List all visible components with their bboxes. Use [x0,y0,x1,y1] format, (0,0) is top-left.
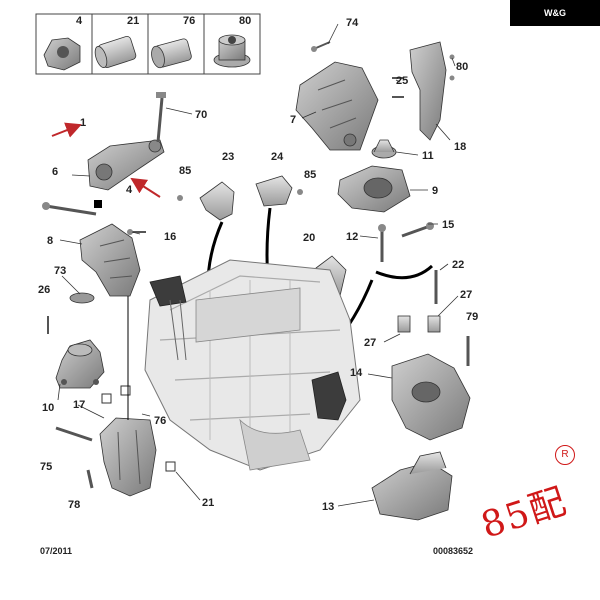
callout-label: 79 [466,311,478,323]
footer-ref: 00083652 [433,546,474,556]
callout-label: 25 [396,75,408,87]
red-arrow-1 [51,122,82,138]
legend-label: 80 [239,15,251,27]
callout-label: 1 [80,117,86,129]
marker-square [101,393,112,404]
callout-label: 21 [202,497,214,509]
callout-label: 23 [222,151,234,163]
callout-label: 26 [38,284,50,296]
callout-label: 8 [47,235,53,247]
callout-label: 15 [442,219,454,231]
legend-label: 76 [183,15,195,27]
callout-label: 85 [179,165,191,177]
callout-label: 75 [40,461,52,473]
bolt-6 [42,202,97,216]
callouts: 4 21 76 80 74 80 25 7 18 11 9 70 1 23 24… [38,15,478,513]
callout-label: 10 [42,402,54,414]
marker-square [120,385,131,396]
callout-label: 24 [271,151,284,163]
bolt-75 [55,426,93,442]
bracket-23 [199,181,235,221]
marker-square [165,461,176,472]
bracket-arm-18 [409,41,447,141]
callout-label: 4 [126,184,133,196]
callout-label: 13 [322,501,334,513]
mount-13 [371,451,453,521]
bolt-16 [127,229,146,235]
callout-label: 20 [303,232,315,244]
mount-10 [55,339,105,389]
callout-label: 73 [54,265,66,277]
engine-block [144,259,361,471]
callout-label: 7 [290,114,296,126]
brand-text: W&G [544,8,566,18]
callout-label: 12 [346,231,358,243]
bolt-70 [156,92,166,143]
bracket-24 [255,175,293,207]
callout-label: 74 [346,17,359,29]
callout-label: 22 [452,259,464,271]
washer-73 [69,292,95,304]
guide-line [375,264,434,280]
torque-link-1 [87,139,165,191]
callout-label: 76 [154,415,166,427]
bolts-15-12 [378,222,434,262]
bolt-78 [86,469,94,489]
callout-label: 27 [364,337,376,349]
callout-label: 11 [422,150,434,162]
mount-14 [391,353,471,441]
callout-label: 9 [432,185,438,197]
registered-mark: R [555,445,575,465]
brand-badge: W&G [510,0,600,26]
callout-label: 18 [454,141,466,153]
callout-label: 16 [164,231,176,243]
red-arrow-4 [130,177,161,198]
callout-label: 27 [460,289,472,301]
square-marker [94,200,102,208]
leader-lines [57,23,459,507]
footer-date: 07/2011 [40,546,73,556]
callout-label: 78 [68,499,80,511]
callout-label: 85 [304,169,316,181]
callout-label: 17 [73,399,85,411]
bolt-85-right [297,189,303,195]
clip-27-right [427,315,441,333]
mount-9 [337,165,411,213]
bolts-top [311,41,455,98]
legend-label: 21 [127,15,139,27]
mount-cap-11 [371,139,397,159]
callout-label: 14 [350,367,363,379]
legend-label: 4 [76,15,83,27]
callout-label: 80 [456,61,468,73]
callout-label: 70 [195,109,207,121]
bracket-assembly-7 [295,61,379,151]
bolt-85-left [177,195,183,201]
lower-bracket-17 [99,417,157,497]
bracket-8 [79,223,141,297]
callout-label: 6 [52,166,58,178]
clip-27-left [397,315,411,333]
legend-boxes [35,13,261,75]
